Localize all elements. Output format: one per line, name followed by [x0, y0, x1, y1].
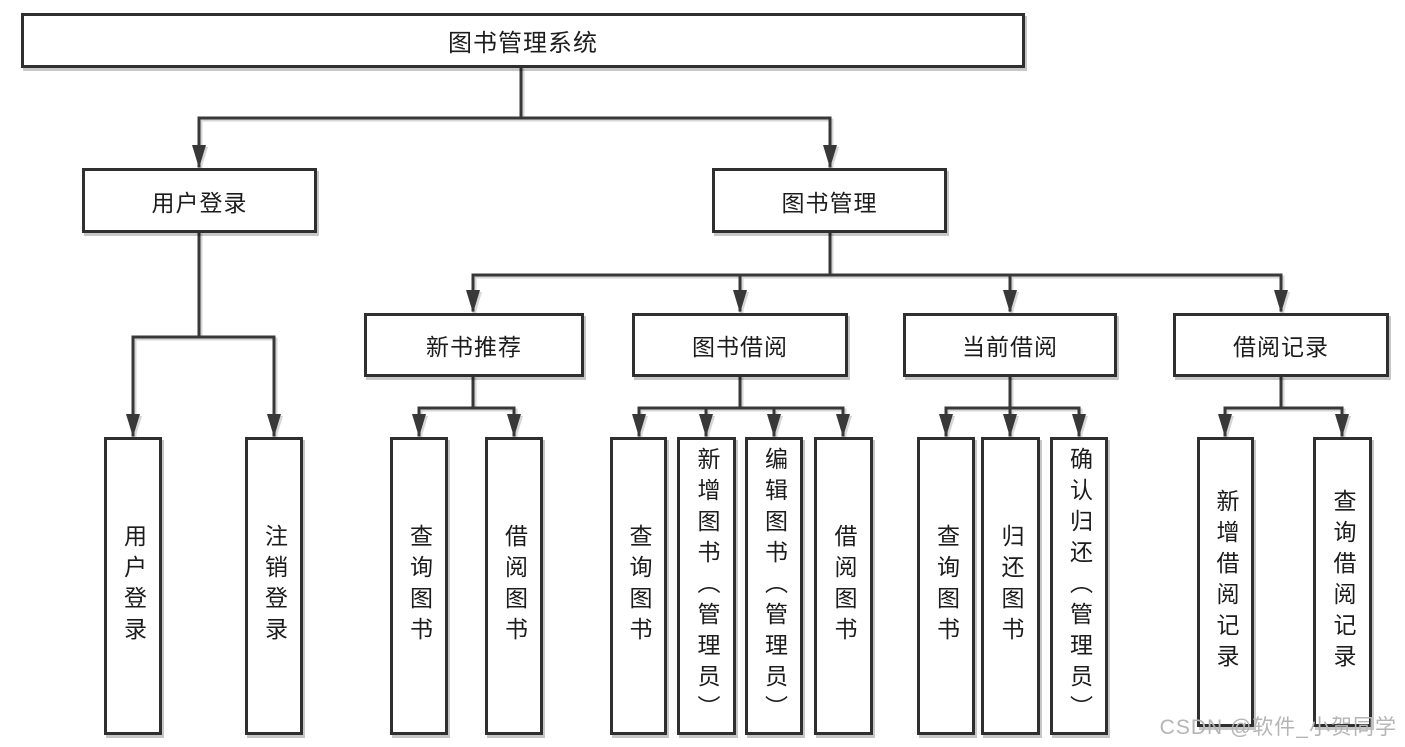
leaf-label: 注销登录 — [261, 524, 288, 648]
node-label: 图书管理 — [781, 189, 878, 216]
leaf-label: 借阅图书 — [831, 524, 857, 648]
leaf-label: 编辑图书（管理员） — [761, 446, 788, 726]
leaf-label: 用户登录 — [120, 524, 147, 648]
leaf-add-borrow-record: 新增借阅记录 — [1197, 437, 1254, 727]
leaf-return-books: 归还图书 — [981, 437, 1040, 735]
leaf-label: 查询借阅记录 — [1330, 489, 1356, 675]
leaf-borrow-books-recommend: 借阅图书 — [485, 437, 543, 735]
node-system-root: 图书管理系统 — [21, 13, 1025, 68]
leaf-user-login: 用户登录 — [104, 437, 162, 735]
node-label: 图书管理系统 — [448, 30, 598, 57]
leaf-logout: 注销登录 — [245, 437, 303, 735]
leaf-borrow-books: 借阅图书 — [814, 437, 873, 735]
node-label: 借阅记录 — [1233, 334, 1329, 360]
node-book-management: 图书管理 — [712, 168, 947, 233]
leaf-add-books-admin: 新增图书（管理员） — [677, 437, 736, 735]
node-current-borrow: 当前借阅 — [903, 313, 1117, 377]
node-book-borrow: 图书借阅 — [632, 313, 848, 377]
node-label: 用户登录 — [151, 189, 248, 216]
leaf-query-books-recommend: 查询图书 — [390, 437, 448, 735]
node-user-login: 用户登录 — [82, 168, 317, 233]
leaf-label: 归还图书 — [998, 524, 1024, 648]
leaf-label: 借阅图书 — [501, 524, 528, 648]
leaf-edit-books-admin: 编辑图书（管理员） — [745, 437, 803, 735]
csdn-watermark: CSDN @软件_小贺同学 — [1159, 716, 1397, 739]
node-new-book-recommend: 新书推荐 — [364, 313, 584, 377]
leaf-query-books-current: 查询图书 — [917, 437, 975, 735]
node-label: 图书借阅 — [692, 334, 788, 360]
node-borrow-records: 借阅记录 — [1173, 313, 1389, 377]
leaf-query-books-borrow: 查询图书 — [610, 437, 667, 735]
leaf-label: 确认归还（管理员） — [1066, 446, 1093, 726]
leaf-confirm-return-admin: 确认归还（管理员） — [1050, 437, 1108, 735]
leaf-query-borrow-record: 查询借阅记录 — [1313, 437, 1372, 727]
leaf-label: 查询图书 — [933, 524, 960, 648]
node-label: 新书推荐 — [426, 334, 522, 360]
leaf-label: 新增借阅记录 — [1213, 489, 1239, 675]
leaf-label: 查询图书 — [626, 524, 652, 648]
leaf-label: 查询图书 — [406, 524, 433, 648]
leaf-label: 新增图书（管理员） — [694, 446, 720, 726]
node-label: 当前借阅 — [962, 334, 1058, 360]
